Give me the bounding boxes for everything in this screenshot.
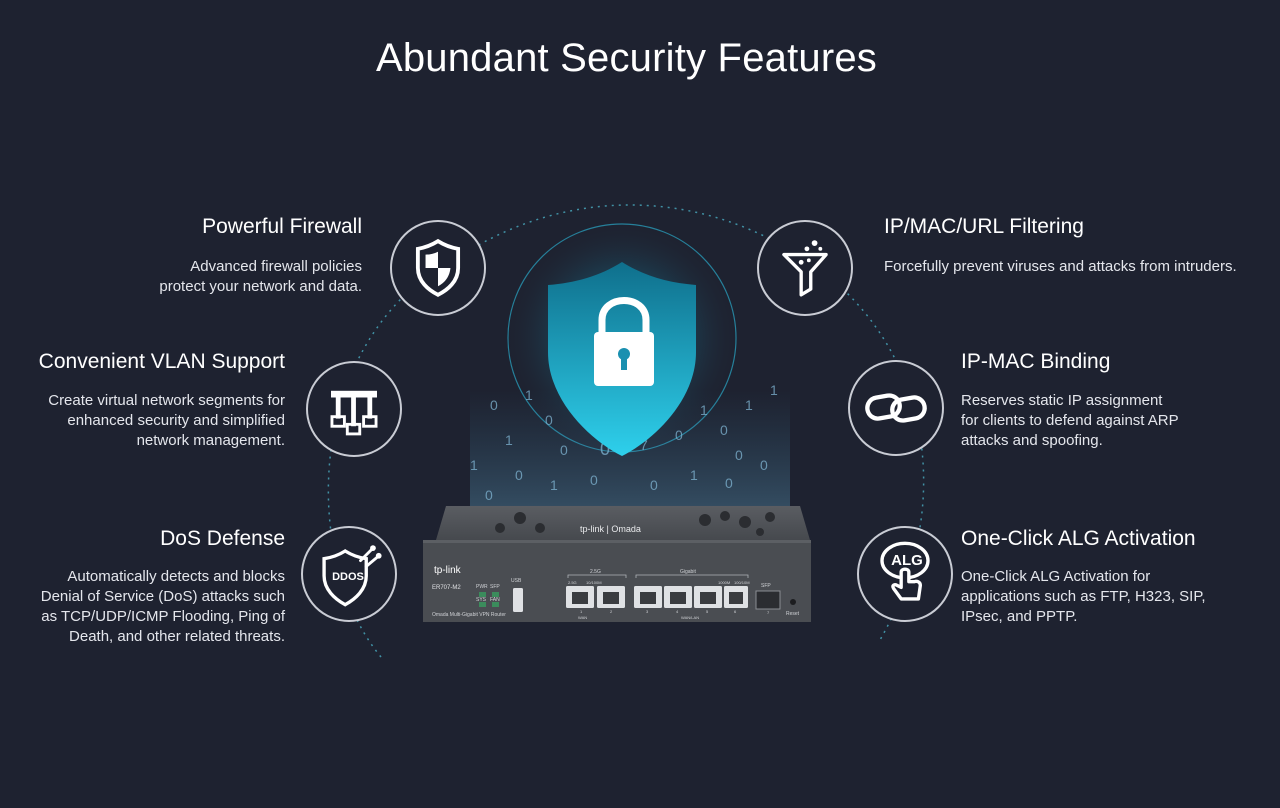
port-number-2: 2 (610, 609, 613, 614)
port-speed-1000m: 1000M (718, 580, 731, 585)
dos-icon-circle: DDOS (301, 526, 397, 622)
port-number-6: 6 (734, 609, 737, 614)
router-device (423, 506, 811, 622)
binding-icon-circle (848, 360, 944, 456)
feature-desc-vlan: Create virtual network segments for enha… (48, 392, 285, 449)
port-number-3: 3 (646, 609, 649, 614)
feature-title-dos: DoS Defense (160, 527, 285, 550)
funnel-filter-icon (782, 240, 828, 297)
svg-text:1: 1 (745, 397, 753, 413)
port-speed-10m: 100/10M (734, 580, 750, 585)
router-product-line: Omada Multi-Gigabit VPN Router (432, 612, 506, 618)
feature-desc-dos: Automatically detects and blocks Denial … (40, 568, 285, 645)
svg-text:0: 0 (560, 442, 568, 458)
feature-desc-binding: Reserves static IP assignment for client… (961, 392, 1179, 449)
port-group-25g: 2.5G (590, 569, 601, 575)
page-title: Abundant Security Features (375, 36, 878, 80)
sfp-number: 7 (767, 610, 770, 615)
svg-text:0: 0 (600, 439, 610, 459)
port-speed-25g: 2.5G (568, 580, 577, 585)
vlan-icon-circle (306, 361, 402, 457)
usb-label: USB (511, 578, 522, 584)
led-label-sys: SYS (476, 597, 487, 603)
svg-text:0: 0 (725, 475, 733, 491)
router-front-brand: tp-link (434, 565, 461, 576)
svg-text:1: 1 (470, 457, 478, 473)
feature-title-alg: One-Click ALG Activation (961, 527, 1196, 550)
feature-title-filtering: IP/MAC/URL Filtering (884, 215, 1084, 238)
shield-icon (415, 238, 461, 297)
svg-text:0: 0 (590, 472, 598, 488)
feature-desc-firewall: Advanced firewall policies protect your … (159, 258, 362, 295)
svg-text:0: 0 (720, 422, 728, 438)
svg-text:1: 1 (550, 477, 558, 493)
svg-text:0: 0 (485, 487, 493, 503)
svg-text:0: 0 (515, 467, 523, 483)
feature-desc-filtering: Forcefully prevent viruses and attacks f… (884, 258, 1237, 275)
port-speed-100m: 10/100M (586, 580, 602, 585)
alg-icon-circle: ALG (857, 526, 953, 622)
ddos-shield-icon (322, 545, 382, 607)
svg-text:1: 1 (525, 387, 533, 403)
svg-text:0: 0 (735, 447, 743, 463)
svg-text:0: 0 (675, 427, 683, 443)
wan-label: WAN (578, 615, 588, 620)
feature-title-binding: IP-MAC Binding (961, 350, 1111, 373)
feature-title-vlan: Convenient VLAN Support (38, 350, 285, 373)
led-label-sfp: SFP (490, 584, 500, 590)
sfp-label: SFP (761, 583, 771, 589)
port-number-5: 5 (706, 609, 709, 614)
router-top-brand: tp-link | Omada (580, 524, 641, 534)
filtering-icon-circle (757, 220, 853, 316)
alg-icon-text: ALG (891, 552, 923, 569)
svg-text:1: 1 (770, 382, 778, 398)
led-label-fan: FAN (490, 597, 500, 603)
feature-desc-alg: One-Click ALG Activation for application… (961, 568, 1206, 625)
port-group-gigabit: Gigabit (680, 569, 696, 575)
svg-text:0: 0 (650, 477, 658, 493)
alg-click-icon (880, 541, 930, 601)
ddos-icon-text: DDOS (332, 571, 364, 583)
chain-link-icon (865, 393, 927, 423)
wan-lan-label: WAN/LAN (681, 615, 700, 620)
svg-text:0: 0 (490, 397, 498, 413)
vlan-network-icon (330, 390, 378, 436)
svg-text:1: 1 (700, 402, 708, 418)
led-label-pwr: PWR (476, 584, 488, 590)
svg-text:1: 1 (690, 467, 698, 483)
feature-title-firewall: Powerful Firewall (202, 215, 362, 238)
padlock-shield-icon (548, 262, 696, 456)
port-number-4: 4 (676, 609, 679, 614)
port-number-1: 1 (580, 609, 583, 614)
router-model: ER707-M2 (432, 585, 461, 591)
svg-text:0: 0 (545, 412, 553, 428)
svg-text:7: 7 (640, 437, 648, 453)
firewall-icon-circle (390, 220, 486, 316)
svg-text:1: 1 (505, 432, 513, 448)
svg-text:0: 0 (760, 457, 768, 473)
reset-label: Reset (786, 611, 800, 617)
